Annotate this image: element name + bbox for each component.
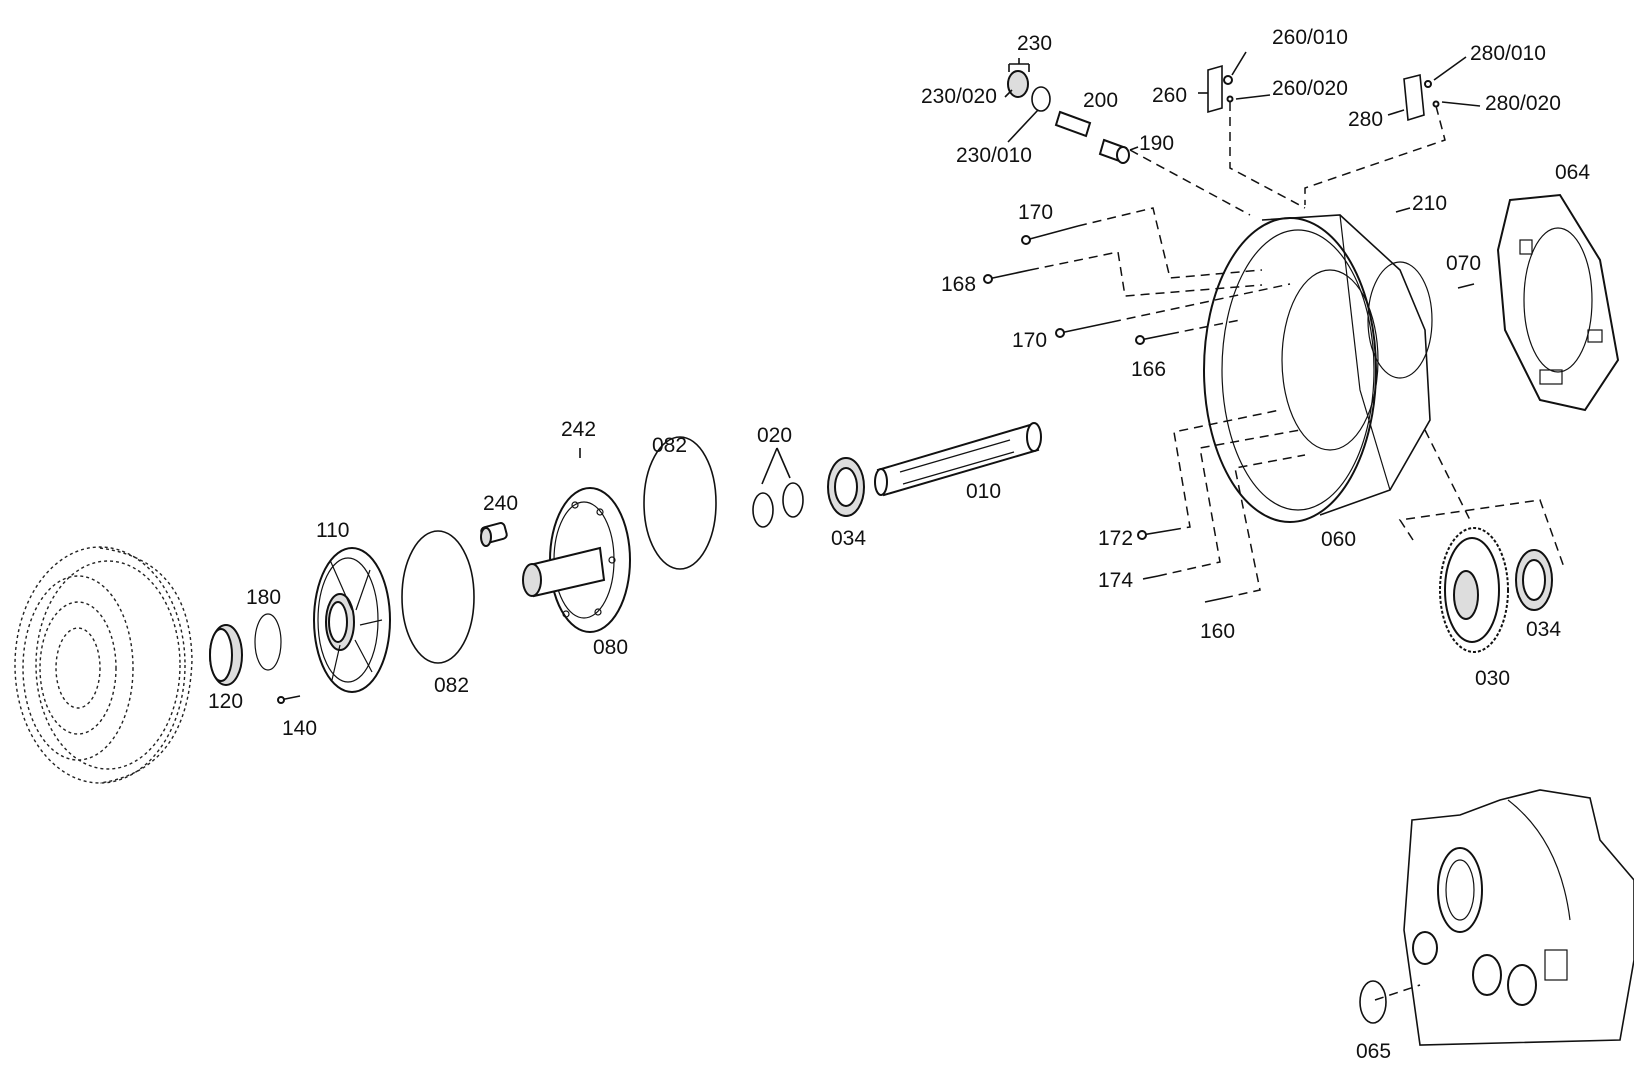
part-010-input-shaft [874, 422, 1042, 497]
label-120: 120 [208, 690, 243, 713]
label-080: 080 [593, 636, 628, 659]
assembly-lines [1029, 102, 1566, 1001]
label-166: 166 [1131, 358, 1166, 381]
label-110: 110 [316, 519, 349, 542]
part-080-stator-shaft [522, 487, 631, 633]
label-190: 190 [1139, 132, 1174, 155]
label-260: 260 [1152, 84, 1187, 107]
part-110-pump-cover [313, 547, 391, 693]
label-034-middle: 034 [831, 527, 866, 550]
label-168: 168 [941, 273, 976, 296]
part-065-o-ring [1359, 980, 1387, 1024]
label-260-020: 260/020 [1272, 77, 1348, 100]
label-070: 070 [1446, 252, 1481, 275]
label-010: 010 [966, 480, 1001, 503]
label-140: 140 [282, 717, 317, 740]
brackets-260-280 [1207, 64, 1440, 122]
engine-block-fragment [1403, 789, 1634, 1046]
part-120-ring [209, 624, 243, 686]
label-034-right: 034 [1526, 618, 1561, 641]
label-030: 030 [1475, 667, 1510, 690]
label-170-top: 170 [1018, 201, 1053, 224]
part-070-pin [1457, 283, 1475, 289]
part-labels: 230 230/020 230/010 200 190 260 260/010 … [208, 26, 1590, 1063]
part-064-gasket [1496, 193, 1620, 412]
part-060-converter-housing [1203, 214, 1433, 523]
part-140-screw [277, 695, 301, 704]
part-030-gear [1439, 527, 1509, 653]
part-180-snap-ring [254, 613, 282, 671]
part-034-bearing [827, 457, 865, 517]
label-280: 280 [1348, 108, 1383, 131]
label-170-bottom: 170 [1012, 329, 1047, 352]
part-020-ring-b [782, 482, 804, 518]
label-020: 020 [757, 424, 792, 447]
leader-lines [579, 51, 1481, 485]
screws-group [983, 225, 1225, 603]
label-230-010: 230/010 [956, 144, 1032, 167]
label-065: 065 [1356, 1040, 1391, 1063]
label-200: 200 [1083, 89, 1118, 112]
part-082-o-ring-right [643, 436, 717, 570]
part-082-o-ring-left [401, 530, 475, 664]
label-180: 180 [246, 586, 281, 609]
label-082-left: 082 [434, 674, 469, 697]
label-210: 210 [1412, 192, 1447, 215]
label-260-010: 260/010 [1272, 26, 1348, 49]
label-230-020: 230/020 [921, 85, 997, 108]
label-064: 064 [1555, 161, 1590, 184]
label-060: 060 [1321, 528, 1356, 551]
label-280-010: 280/010 [1470, 42, 1546, 65]
label-242: 242 [561, 418, 596, 441]
label-240: 240 [483, 492, 518, 515]
part-034-bearing-right [1515, 549, 1553, 611]
label-174: 174 [1098, 569, 1133, 592]
label-230: 230 [1017, 32, 1052, 55]
label-172: 172 [1098, 527, 1133, 550]
valve-parts [1007, 70, 1130, 164]
part-020-ring-a [752, 492, 774, 528]
part-240-plug [480, 522, 508, 547]
label-160: 160 [1200, 620, 1235, 643]
torque-converter [14, 546, 193, 784]
label-082-right: 082 [652, 434, 687, 457]
label-280-020: 280/020 [1485, 92, 1561, 115]
